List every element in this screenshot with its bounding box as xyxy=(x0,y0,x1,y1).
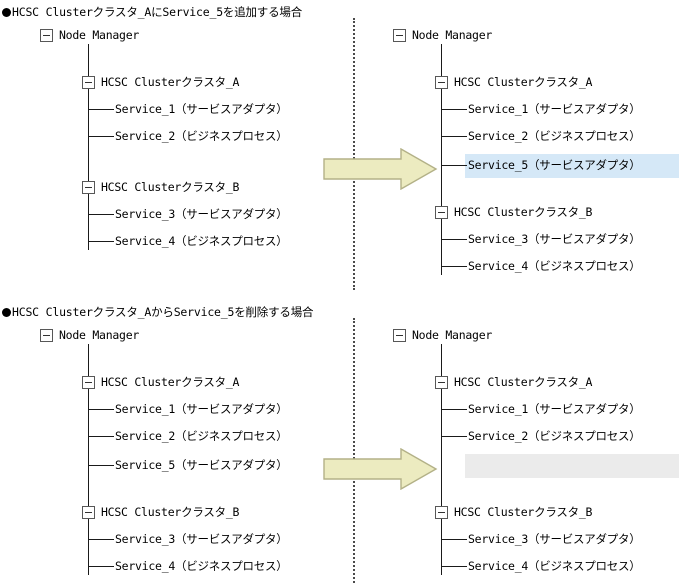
tree-trunk-b xyxy=(441,519,442,575)
tree-delete-before: Node Manager HCSC Clusterクラスタ_A Service_… xyxy=(40,326,340,583)
minus-box-icon[interactable] xyxy=(435,376,448,389)
tree-connector xyxy=(88,436,114,437)
minus-box-icon[interactable] xyxy=(82,376,95,389)
tree-trunk xyxy=(441,44,442,214)
tree-node-cluster-a[interactable]: HCSC Clusterクラスタ_A xyxy=(454,75,593,89)
minus-box-icon[interactable] xyxy=(435,506,448,519)
tree-node-service[interactable]: Service_4（ビジネスプロセス） xyxy=(468,259,641,273)
tree-connector xyxy=(441,266,467,267)
tree-node-root[interactable]: Node Manager xyxy=(59,328,140,342)
tree-connector xyxy=(88,241,114,242)
tree-node-service[interactable]: Service_3（サービスアダプタ） xyxy=(468,232,641,246)
tree-node-service[interactable]: Service_2（ビジネスプロセス） xyxy=(115,129,288,143)
tree-trunk-b xyxy=(88,194,89,250)
tree-connector xyxy=(441,436,467,437)
highlight-added-service xyxy=(465,154,679,178)
tree-add-after: Node Manager HCSC Clusterクラスタ_A Service_… xyxy=(393,26,685,286)
tree-trunk-b xyxy=(441,219,442,275)
tree-connector xyxy=(88,539,114,540)
tree-trunk xyxy=(441,344,442,514)
tree-connector xyxy=(441,239,467,240)
tree-node-service-added[interactable]: Service_5（サービスアダプタ） xyxy=(468,158,641,172)
section-caption-delete-text: HCSC Clusterクラスタ_AからService_5を削除する場合 xyxy=(12,305,314,319)
minus-box-icon[interactable] xyxy=(435,76,448,89)
tree-node-cluster-b[interactable]: HCSC Clusterクラスタ_B xyxy=(101,180,240,194)
tree-connector xyxy=(88,136,114,137)
minus-box-icon[interactable] xyxy=(393,329,406,342)
highlight-removed-service xyxy=(465,454,679,478)
add-transition-arrow xyxy=(323,148,438,190)
tree-connector xyxy=(88,409,114,410)
tree-node-service[interactable]: Service_4（ビジネスプロセス） xyxy=(115,559,288,573)
tree-node-service[interactable]: Service_4（ビジネスプロセス） xyxy=(468,559,641,573)
tree-node-service[interactable]: Service_1（サービスアダプタ） xyxy=(468,402,641,416)
minus-box-icon[interactable] xyxy=(82,76,95,89)
section-caption-add-text: HCSC Clusterクラスタ_AにService_5を追加する場合 xyxy=(12,5,303,19)
tree-connector xyxy=(441,109,467,110)
tree-node-service-target[interactable]: Service_5（サービスアダプタ） xyxy=(115,458,288,472)
tree-connector xyxy=(88,465,114,466)
tree-node-root[interactable]: Node Manager xyxy=(59,28,140,42)
tree-node-cluster-a[interactable]: HCSC Clusterクラスタ_A xyxy=(454,375,593,389)
tree-node-service[interactable]: Service_2（ビジネスプロセス） xyxy=(468,129,641,143)
minus-box-icon[interactable] xyxy=(435,206,448,219)
pane-divider-add xyxy=(353,18,355,290)
tree-trunk xyxy=(88,44,89,214)
tree-trunk xyxy=(88,344,89,514)
tree-delete-after: Node Manager HCSC Clusterクラスタ_A Service_… xyxy=(393,326,685,583)
minus-box-icon[interactable] xyxy=(40,29,53,42)
tree-node-cluster-a[interactable]: HCSC Clusterクラスタ_A xyxy=(101,375,240,389)
tree-node-cluster-a[interactable]: HCSC Clusterクラスタ_A xyxy=(101,75,240,89)
tree-add-before: Node Manager HCSC Clusterクラスタ_A Service_… xyxy=(40,26,340,286)
tree-connector xyxy=(441,566,467,567)
tree-node-root[interactable]: Node Manager xyxy=(412,328,493,342)
minus-box-icon[interactable] xyxy=(82,506,95,519)
tree-node-cluster-b[interactable]: HCSC Clusterクラスタ_B xyxy=(454,505,593,519)
minus-box-icon[interactable] xyxy=(393,29,406,42)
tree-node-cluster-b[interactable]: HCSC Clusterクラスタ_B xyxy=(101,505,240,519)
section-caption-add: HCSC Clusterクラスタ_AにService_5を追加する場合 xyxy=(2,5,302,20)
tree-node-service[interactable]: Service_2（ビジネスプロセス） xyxy=(115,429,288,443)
tree-node-service[interactable]: Service_3（サービスアダプタ） xyxy=(115,207,288,221)
tree-node-service[interactable]: Service_1（サービスアダプタ） xyxy=(115,102,288,116)
tree-node-cluster-b[interactable]: HCSC Clusterクラスタ_B xyxy=(454,205,593,219)
tree-connector xyxy=(441,539,467,540)
tree-trunk-b xyxy=(88,519,89,575)
minus-box-icon[interactable] xyxy=(82,181,95,194)
tree-node-service[interactable]: Service_2（ビジネスプロセス） xyxy=(468,429,641,443)
filled-circle-bullet-icon xyxy=(2,8,11,17)
tree-node-service[interactable]: Service_3（サービスアダプタ） xyxy=(468,532,641,546)
tree-node-root[interactable]: Node Manager xyxy=(412,28,493,42)
pane-divider-delete xyxy=(353,318,355,583)
tree-connector xyxy=(88,214,114,215)
tree-connector xyxy=(88,109,114,110)
tree-connector xyxy=(441,136,467,137)
filled-circle-bullet-icon xyxy=(2,308,11,317)
tree-node-service[interactable]: Service_4（ビジネスプロセス） xyxy=(115,234,288,248)
tree-node-service[interactable]: Service_3（サービスアダプタ） xyxy=(115,532,288,546)
minus-box-icon[interactable] xyxy=(40,329,53,342)
tree-connector xyxy=(88,566,114,567)
tree-connector xyxy=(441,165,467,166)
delete-transition-arrow xyxy=(323,448,438,490)
tree-node-service[interactable]: Service_1（サービスアダプタ） xyxy=(115,402,288,416)
tree-node-service[interactable]: Service_1（サービスアダプタ） xyxy=(468,102,641,116)
tree-connector xyxy=(441,409,467,410)
section-caption-delete: HCSC Clusterクラスタ_AからService_5を削除する場合 xyxy=(2,305,314,320)
